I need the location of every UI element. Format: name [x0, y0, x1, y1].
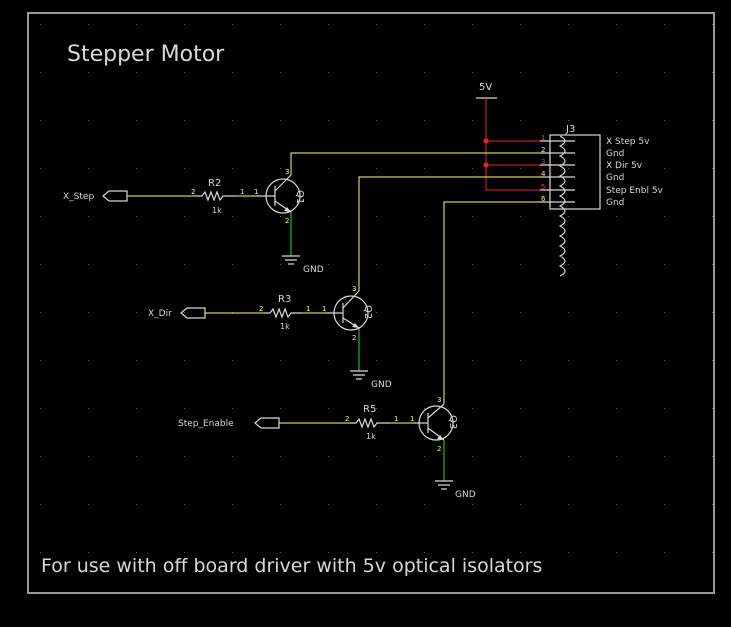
ground-net-wires	[290, 212, 445, 481]
svg-text:1: 1	[254, 188, 258, 196]
resistor-ref-r2: R2	[208, 178, 221, 189]
ground-symbols	[282, 255, 453, 490]
connector-label-5: Step Enbl 5v	[606, 186, 664, 196]
power-net-wires	[483, 98, 540, 191]
svg-text:3: 3	[285, 168, 289, 176]
transistor-q3: Q3 1 3 2	[410, 396, 458, 453]
transistor-q1: Q1 1 3 2	[254, 168, 305, 225]
resistor-value-r5: 1k	[366, 432, 376, 441]
connector-label-2: Gnd	[606, 149, 624, 159]
connector-label-4: Gnd	[606, 173, 624, 183]
power-label: 5V	[479, 82, 492, 93]
sheet-border	[27, 12, 715, 594]
svg-text:3: 3	[352, 285, 356, 293]
connector-ref: J3	[565, 124, 575, 135]
connector-pin-2: 2	[541, 146, 545, 154]
resistor-value-r3: 1k	[280, 322, 290, 331]
connector-pin-3: 3	[541, 158, 545, 166]
svg-text:1: 1	[240, 188, 244, 196]
port-label-x-dir: X_Dir	[148, 309, 172, 319]
connector-label-1: X Step 5v	[606, 137, 650, 147]
gnd-label-q2: GND	[371, 380, 392, 390]
svg-text:1: 1	[394, 415, 398, 423]
footer-note: For use with off board driver with 5v op…	[41, 555, 542, 577]
gnd-label-q1: GND	[303, 265, 324, 275]
schematic-title: Stepper Motor	[67, 42, 225, 67]
gnd-label-q3: GND	[455, 490, 476, 500]
power-symbol-5v: 5V	[476, 82, 497, 99]
resistor-ref-r5: R5	[363, 404, 376, 415]
svg-text:2: 2	[352, 334, 356, 342]
port-label-step-enable: Step_Enable	[178, 419, 234, 429]
transistor-ref-q3: Q3	[447, 415, 458, 429]
svg-text:1: 1	[322, 305, 326, 313]
svg-text:1: 1	[410, 415, 414, 423]
transistor-ref-q1: Q1	[294, 190, 305, 204]
svg-text:2: 2	[437, 445, 441, 453]
connector-label-6: Gnd	[606, 198, 624, 208]
grid-dots	[40, 24, 713, 553]
resistor-r3: R3 1k 2 1	[259, 294, 310, 331]
connector-pin-4: 4	[541, 170, 546, 178]
svg-text:1: 1	[306, 305, 310, 313]
connector-label-3: X Dir 5v	[606, 161, 643, 171]
connector-j3	[540, 134, 601, 277]
svg-text:2: 2	[259, 305, 263, 313]
resistor-r5: R5 1k 2 1	[345, 404, 398, 441]
transistor-q2: Q2 1 3 2	[322, 285, 373, 342]
port-step-enable: Step_Enable	[178, 417, 280, 429]
port-x-step: X_Step	[63, 190, 128, 202]
connector-pin-1: 1	[541, 134, 545, 142]
connector-pin-6: 6	[541, 195, 546, 203]
transistor-ref-q2: Q2	[362, 305, 373, 319]
resistor-value-r2: 1k	[212, 206, 222, 215]
signal-net-wires	[127, 152, 540, 424]
port-x-dir: X_Dir	[148, 307, 206, 319]
connector-pin-5: 5	[541, 183, 545, 191]
resistor-r2: R2 1k 2 1	[191, 178, 244, 215]
svg-text:2: 2	[191, 188, 195, 196]
port-label-x-step: X_Step	[63, 192, 94, 202]
svg-text:2: 2	[285, 217, 289, 225]
resistor-ref-r3: R3	[278, 294, 291, 305]
svg-text:3: 3	[437, 396, 441, 404]
svg-text:2: 2	[345, 415, 349, 423]
